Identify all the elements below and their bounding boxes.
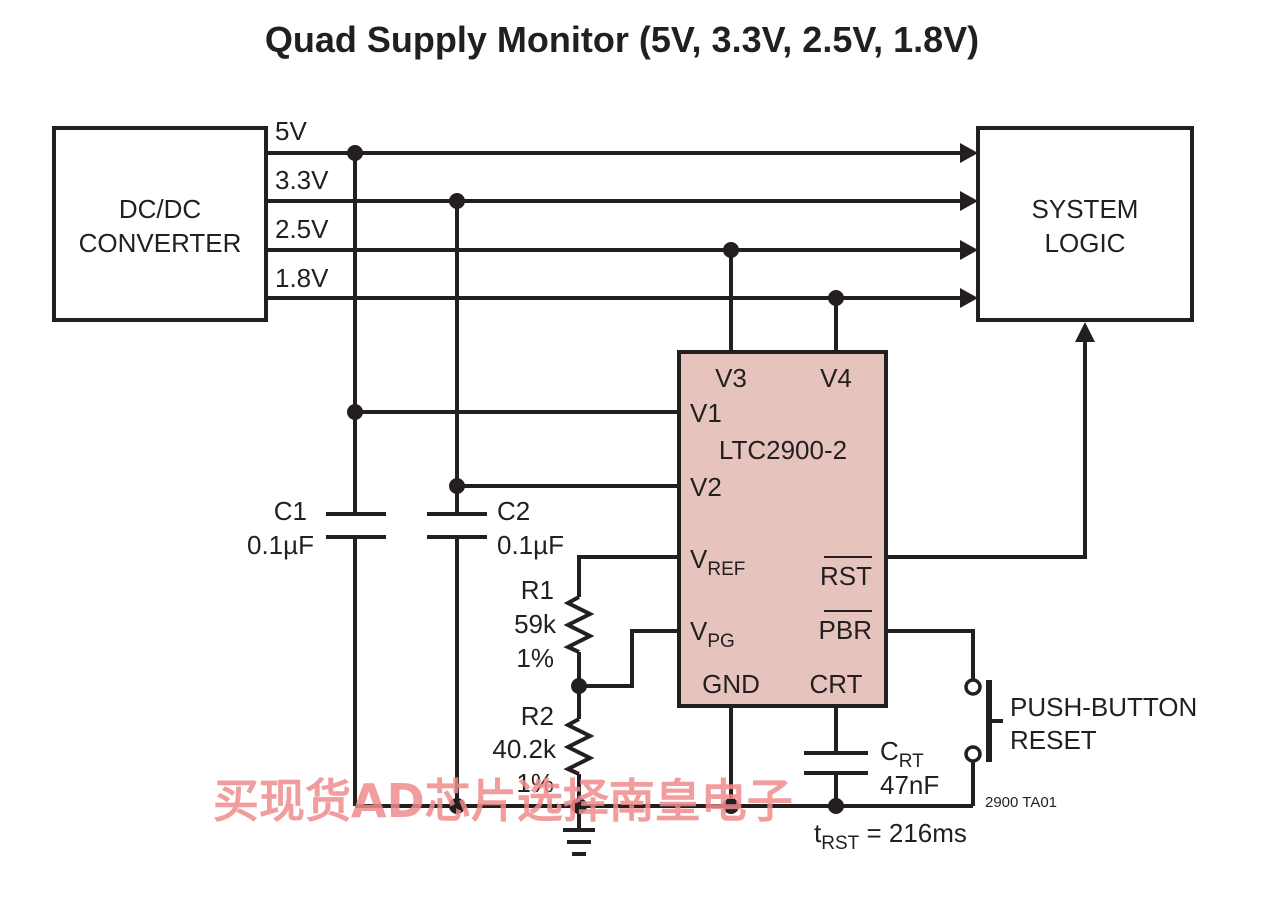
converter-label-line2: CONVERTER	[79, 228, 242, 258]
c2-name: C2	[497, 496, 530, 526]
rail-1v8-arrow	[960, 288, 978, 308]
switch-terminal-bottom	[964, 745, 982, 763]
wire-vpg	[579, 629, 679, 688]
diagram-title: Quad Supply Monitor (5V, 3.3V, 2.5V, 1.8…	[265, 19, 979, 60]
system-logic-label-line2: LOGIC	[1045, 228, 1126, 258]
pin-crt-label: CRT	[810, 669, 863, 699]
ltc2900-chip: V3 V4 V1 LTC2900-2 V2 VREF VPG RST PBR G…	[677, 350, 888, 708]
crt-name: CRT	[880, 736, 924, 772]
push-button-label-line1: PUSH-BUTTON	[1010, 692, 1197, 722]
pin-pbr-label: PBR	[819, 615, 872, 645]
supply-rails: 5V 3.3V 2.5V 1.8V	[266, 116, 978, 308]
rail-5v-arrow	[960, 143, 978, 163]
resistor-divider: R1 59k 1% R2 40.2k 1%	[492, 555, 679, 830]
capacitor-crt: CRT 47nF	[804, 736, 939, 800]
rst-arrow	[1075, 322, 1095, 342]
pin-v1-label: V1	[690, 398, 722, 428]
r1-tolerance: 1%	[516, 643, 554, 673]
r1-value: 59k	[514, 609, 557, 639]
rail-label-2v5: 2.5V	[275, 214, 329, 244]
rail-label-3v3: 3.3V	[275, 165, 329, 195]
r2-name: R2	[521, 701, 554, 731]
switch-terminal-top	[964, 678, 982, 696]
pin-v3-label: V3	[715, 363, 747, 393]
pin-vpg-label: VPG	[690, 616, 735, 652]
rst-output-wire	[886, 322, 1095, 559]
system-logic-label-line1: SYSTEM	[1032, 194, 1139, 224]
figure-code: 2900 TA01	[985, 794, 1057, 811]
junction-dots	[347, 145, 844, 814]
c1-name: C1	[274, 496, 307, 526]
capacitor-c2: C2 0.1µF	[427, 496, 564, 560]
push-button-switch: PUSH-BUTTON RESET	[886, 629, 1197, 806]
pin-rst-label: RST	[820, 561, 872, 591]
rail-2v5-arrow	[960, 240, 978, 260]
trst-label: tRST = 216ms	[814, 818, 967, 854]
system-logic-block: SYSTEM LOGIC	[976, 126, 1194, 322]
pin-v2-label: V2	[690, 472, 722, 502]
c2-value: 0.1µF	[497, 530, 564, 560]
pin-v4-label: V4	[820, 363, 852, 393]
r1-name: R1	[521, 575, 554, 605]
watermark-text: 买现货AD芯片选择南皇电子	[213, 774, 793, 828]
chip-part-number: LTC2900-2	[719, 435, 847, 465]
capacitor-c1: C1 0.1µF	[247, 496, 386, 560]
c1-value: 0.1µF	[247, 530, 314, 560]
rail-label-1v8: 1.8V	[275, 263, 329, 293]
dcdc-converter-block: DC/DC CONVERTER	[52, 126, 268, 322]
tap-wires	[353, 153, 838, 806]
converter-label-line1: DC/DC	[119, 194, 201, 224]
rail-label-5v: 5V	[275, 116, 307, 146]
pin-gnd-label: GND	[702, 669, 760, 699]
pin-vref-label: VREF	[690, 544, 745, 580]
crt-value: 47nF	[880, 770, 939, 800]
r2-tolerance: 1%	[516, 768, 554, 798]
ground-icon	[563, 828, 595, 856]
rail-3v3-arrow	[960, 191, 978, 211]
push-button-label-line2: RESET	[1010, 725, 1097, 755]
r2-value: 40.2k	[492, 734, 557, 764]
